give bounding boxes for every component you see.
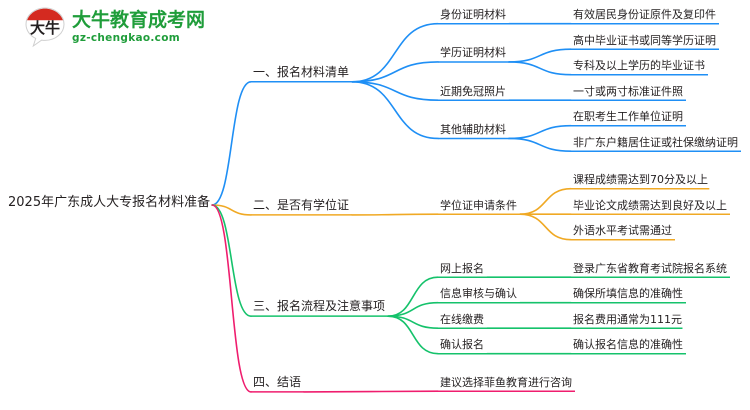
mindmap-topic-node[interactable]: 学历证明材料 — [440, 46, 506, 60]
logo-title: 大牛教育成考网 — [72, 8, 206, 31]
mindmap-detail-node[interactable]: 有效居民身份证原件及复印件 — [573, 8, 716, 22]
logo-text-block: 大牛教育成考网 gz-chengkao.com — [72, 8, 206, 44]
mindmap-topic-node[interactable]: 在线缴费 — [440, 312, 484, 326]
mindmap-detail-node[interactable]: 毕业论文成绩需达到良好及以上 — [573, 198, 727, 212]
mindmap-topic-node[interactable]: 近期免冠照片 — [440, 84, 506, 98]
mindmap-detail-node[interactable]: 课程成绩需达到70分及以上 — [573, 173, 708, 187]
mindmap-root-node[interactable]: 2025年广东成人大专报名材料准备 — [8, 194, 211, 210]
mindmap-topic-node[interactable]: 其他辅助材料 — [440, 122, 506, 136]
mindmap-topic-node[interactable]: 身份证明材料 — [440, 8, 506, 22]
speech-bubble-icon: 大牛 — [25, 7, 65, 48]
mindmap-detail-node[interactable]: 报名费用通常为111元 — [573, 312, 682, 326]
mindmap-topic-node[interactable]: 信息审核与确认 — [440, 287, 517, 301]
mindmap-topic-node[interactable]: 学位证申请条件 — [440, 198, 517, 212]
mindmap-topic-node[interactable]: 建议选择菲鱼教育进行咨询 — [440, 375, 572, 389]
mindmap-detail-node[interactable]: 外语水平考试需通过 — [573, 224, 672, 238]
logo-subtitle: gz-chengkao.com — [72, 31, 180, 44]
mindmap-detail-node[interactable]: 登录广东省教育考试院报名系统 — [573, 261, 727, 275]
mindmap-detail-node[interactable]: 非广东户籍居住证或社保缴纳证明 — [573, 135, 738, 149]
mindmap-topic-node[interactable]: 网上报名 — [440, 261, 484, 275]
mindmap-detail-node[interactable]: 在职考生工作单位证明 — [573, 110, 683, 124]
site-logo[interactable]: 大牛 大牛教育成考网 gz-chengkao.com — [24, 6, 205, 48]
mindmap-detail-node[interactable]: 确认报名信息的准确性 — [573, 338, 683, 352]
logo-mark-icon: 大牛 — [24, 6, 66, 48]
mindmap-topic-node[interactable]: 确认报名 — [440, 338, 484, 352]
mindmap-detail-node[interactable]: 高中毕业证书或同等学历证明 — [573, 33, 716, 47]
mindmap-branch-node[interactable]: 三、报名流程及注意事项 — [253, 299, 386, 314]
svg-text:大牛: 大牛 — [30, 19, 60, 37]
mindmap-branch-node[interactable]: 二、是否有学位证 — [253, 198, 350, 213]
mindmap-detail-node[interactable]: 一寸或两寸标准证件照 — [573, 84, 683, 98]
mindmap-branch-node[interactable]: 一、报名材料清单 — [253, 64, 350, 79]
mindmap-detail-node[interactable]: 确保所填信息的准确性 — [573, 287, 683, 301]
mindmap-branch-node[interactable]: 四、结语 — [253, 375, 302, 390]
mindmap-detail-node[interactable]: 专科及以上学历的毕业证书 — [573, 59, 705, 73]
